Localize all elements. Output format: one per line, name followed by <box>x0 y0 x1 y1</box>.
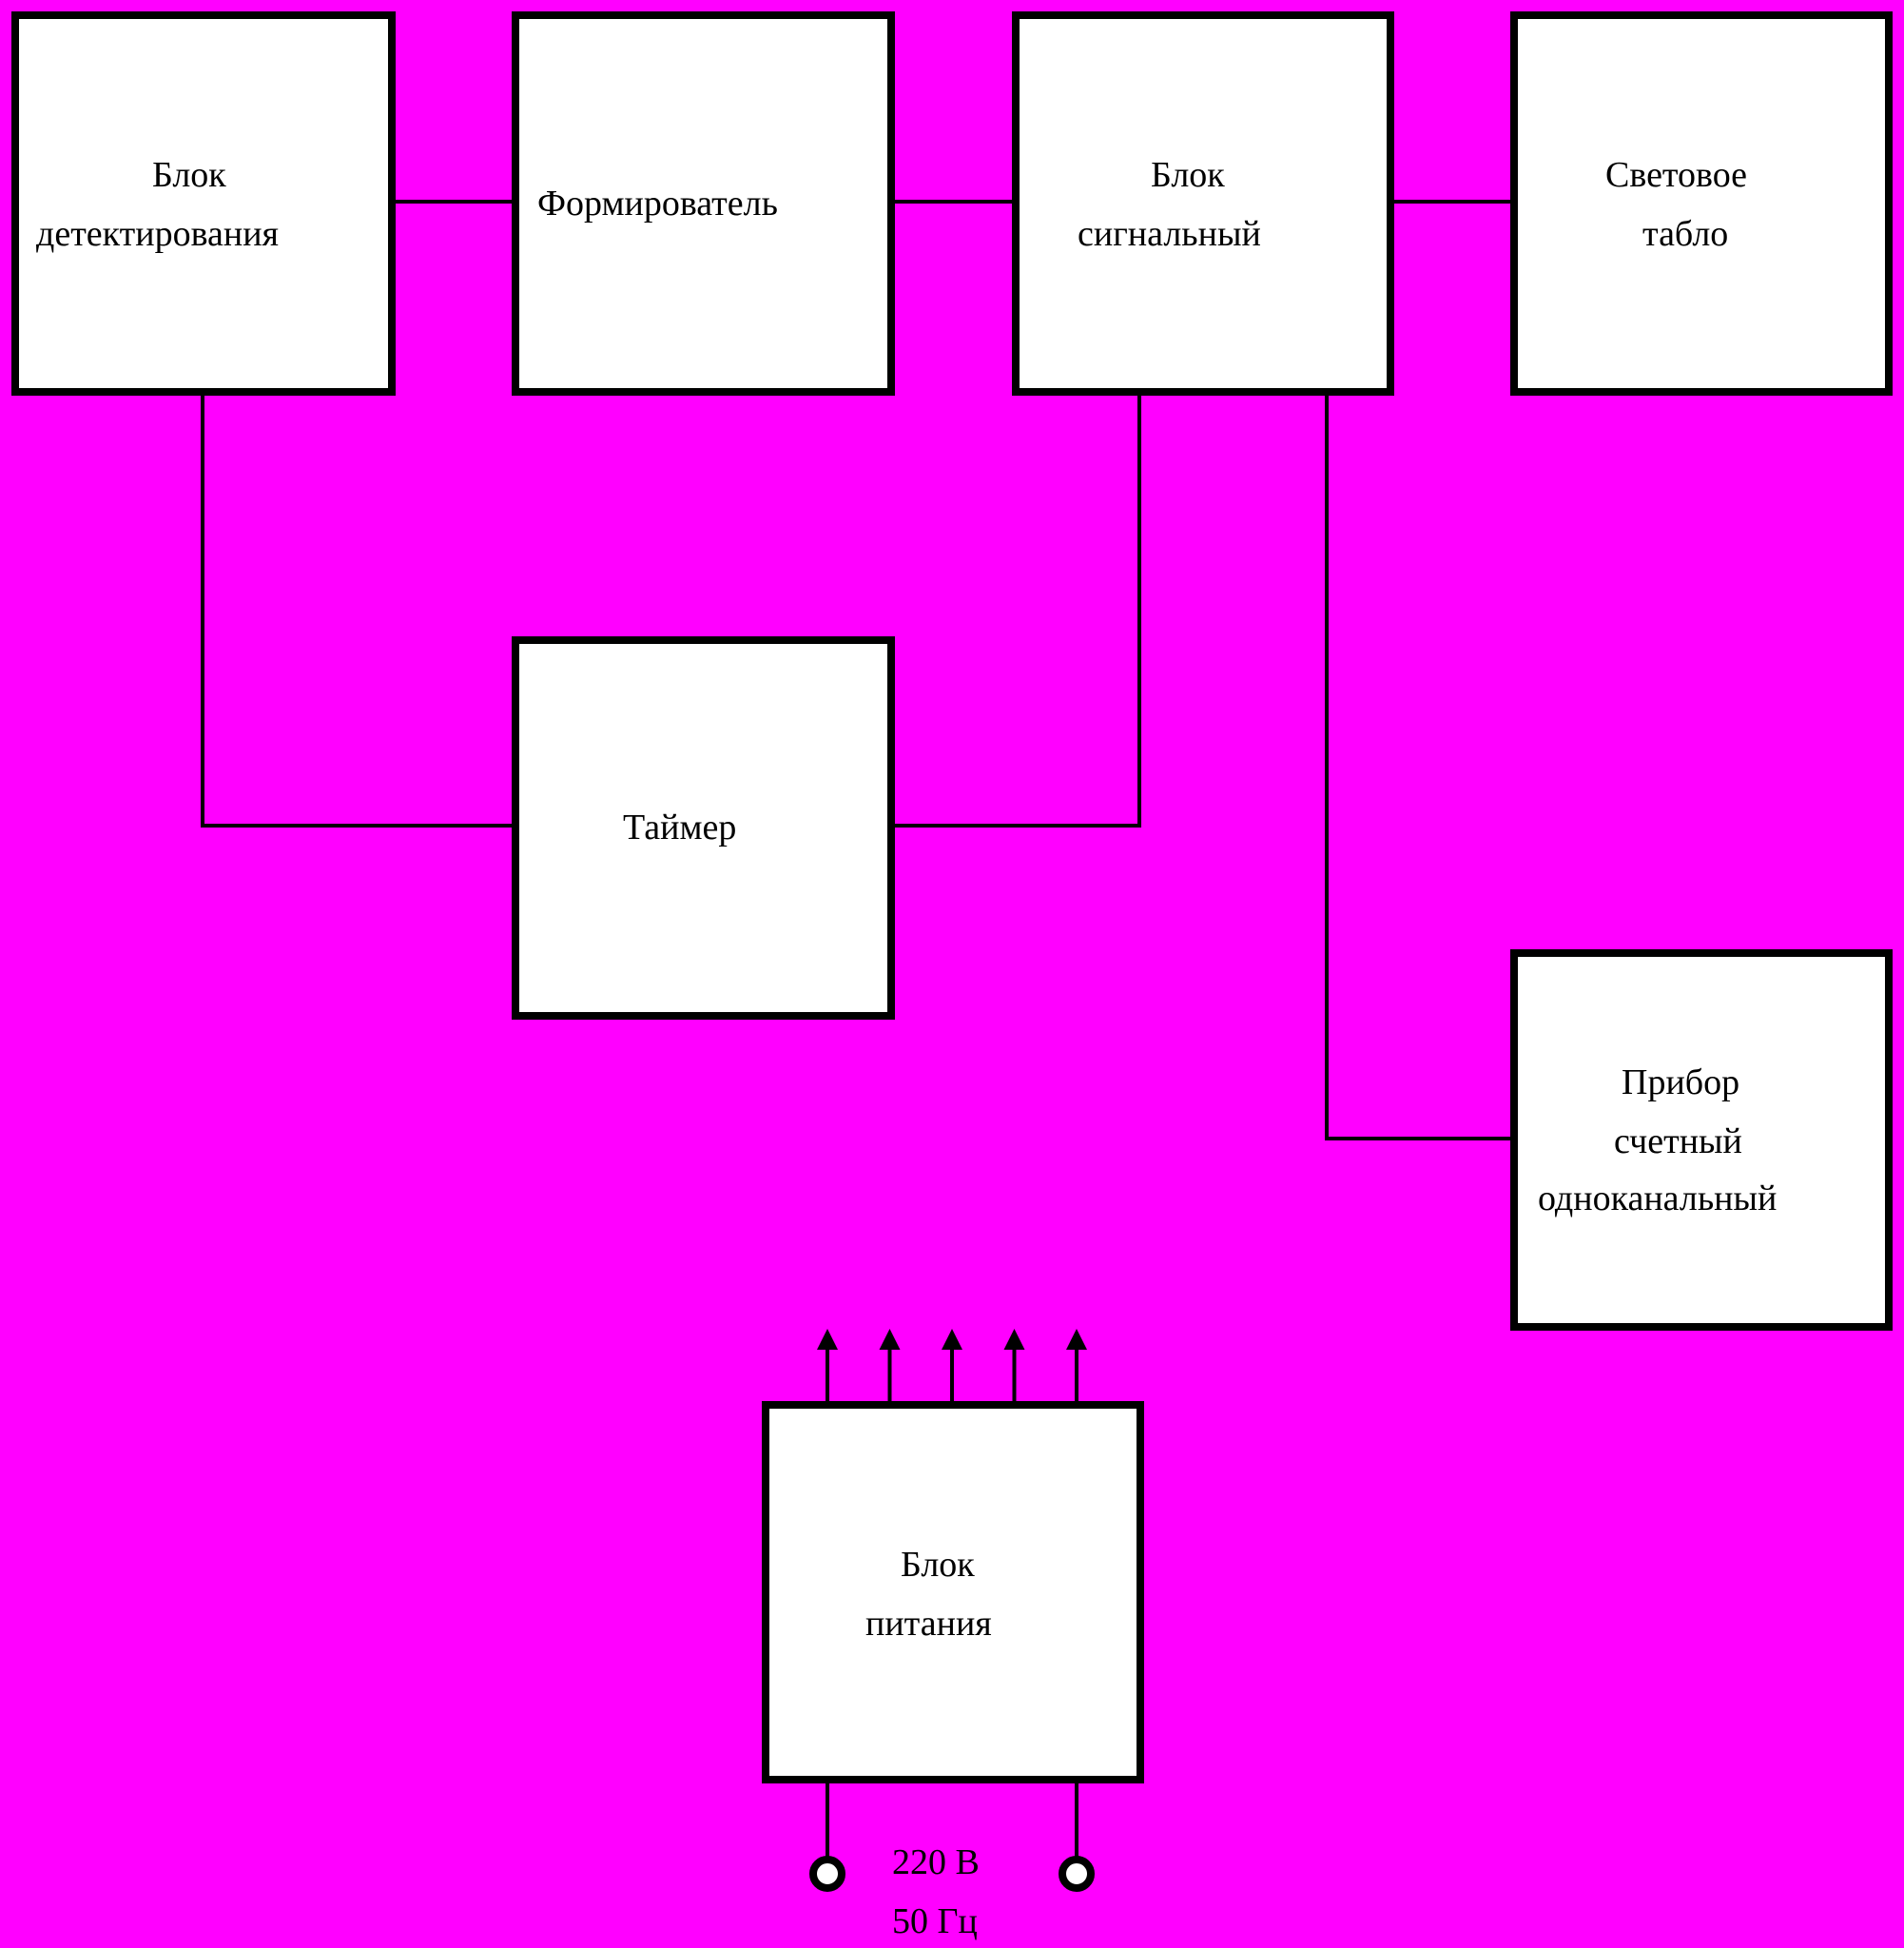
block-timer-line1: Таймер <box>623 808 736 847</box>
mains-input: 220 В 50 Гц <box>809 1780 1095 1941</box>
block-detector-line1: Блок <box>152 155 226 195</box>
block-counter: Прибор счетный одноканальный <box>1510 949 1893 1331</box>
block-shaper: Формирователь <box>512 11 895 396</box>
wire-signal-counter <box>1325 392 1514 1140</box>
block-timer: Таймер <box>512 636 895 1020</box>
mains-voltage-label: 220 В <box>892 1842 980 1882</box>
block-power-line1: Блок <box>901 1545 975 1585</box>
power-output-arrowhead <box>1003 1329 1025 1350</box>
block-detector: Блок детектирования <box>11 11 396 396</box>
wire-detector-timer <box>201 392 515 828</box>
power-output-arrowhead <box>879 1329 901 1350</box>
block-counter-line1: Прибор <box>1622 1062 1739 1102</box>
mains-frequency-label: 50 Гц <box>892 1901 978 1941</box>
block-shaper-line1: Формирователь <box>537 184 778 224</box>
power-output-arrows <box>817 1329 1087 1405</box>
block-signal: Блок сигнальный <box>1012 11 1394 396</box>
wire-timer-signal <box>891 392 1141 828</box>
power-output-arrowhead <box>942 1329 962 1350</box>
block-light-board: Световое табло <box>1510 11 1893 396</box>
block-counter-line3: одноканальный <box>1538 1179 1777 1218</box>
block-power: Блок питания <box>762 1401 1144 1783</box>
block-light-board-line2: табло <box>1642 214 1728 254</box>
block-signal-line2: сигнальный <box>1078 214 1261 254</box>
block-light-board-line1: Световое <box>1605 155 1747 195</box>
power-output-arrowhead <box>1066 1329 1087 1350</box>
connections <box>201 200 1514 1140</box>
block-detector-line2: детектирования <box>36 214 279 254</box>
terminal-right <box>1059 1856 1095 1892</box>
block-counter-line2: счетный <box>1614 1121 1742 1161</box>
block-signal-line1: Блок <box>1151 155 1225 195</box>
block-power-line2: питания <box>865 1604 992 1644</box>
terminal-left <box>809 1856 845 1892</box>
power-output-arrowhead <box>817 1329 838 1350</box>
